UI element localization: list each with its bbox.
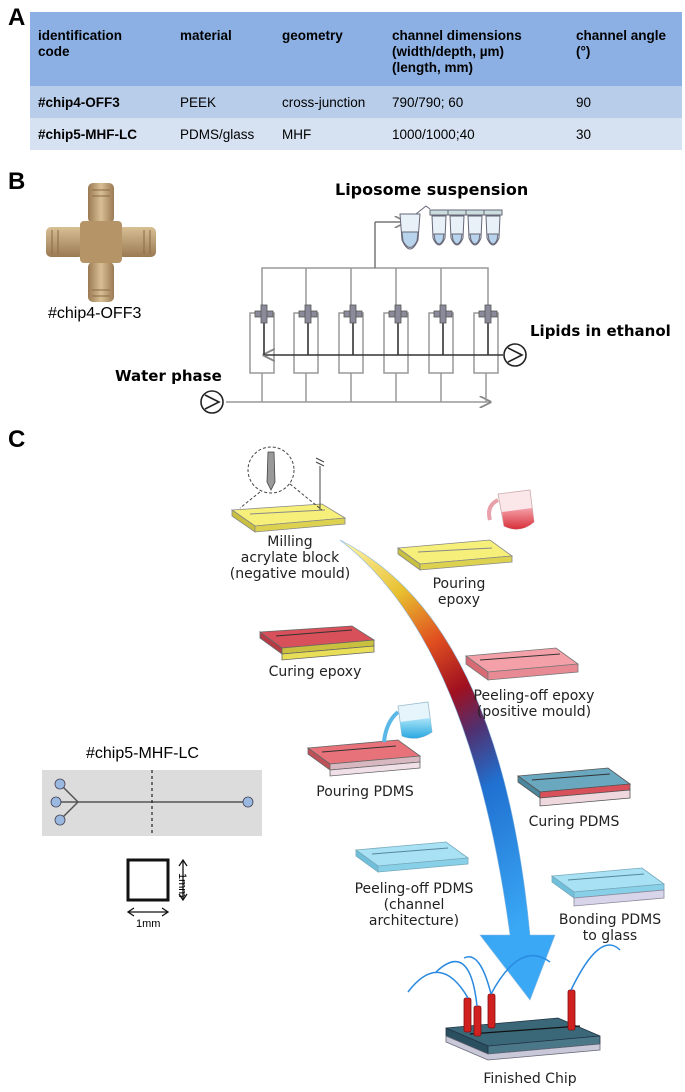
header-channel-angle: channel angle (°) [568, 12, 682, 86]
chip5-label: #chip5-MHF-LC [86, 745, 199, 762]
header-line: material [180, 28, 232, 43]
beaker-epoxy-icon [487, 489, 535, 530]
table-cell: MHF [274, 118, 384, 150]
chip-fittings [254, 304, 498, 324]
curing-pdms-block [516, 767, 632, 807]
beaker-pdms-icon [382, 701, 433, 743]
peeling-pdms-block [354, 841, 470, 873]
chip5-schematic [42, 770, 262, 836]
pump-icon-water [200, 390, 224, 414]
table-cell: cross-junction [274, 86, 384, 118]
step-line: Pouring [432, 576, 486, 592]
panel-label-a: A [8, 4, 26, 31]
step-curing-pdms: Curing PDMS [514, 814, 634, 830]
header-line: (°) [576, 44, 591, 59]
header-line: code [38, 44, 70, 59]
acrylate-block-milling [230, 446, 347, 533]
step-peeling-pdms: Peeling-off PDMS (channel architecture) [340, 881, 488, 929]
header-line: channel angle [576, 28, 667, 43]
header-line: (width/depth, µm) [392, 44, 505, 59]
table-cell: PDMS/glass [172, 118, 274, 150]
dim-height-label: 1mm [176, 873, 188, 898]
header-line: (length, mm) [392, 60, 473, 75]
panel-label-c: C [8, 426, 26, 453]
cross-fitting-icon [46, 183, 156, 302]
dim-width-label: 1mm [136, 918, 161, 930]
table-row: #chip5-MHF-LC PDMS/glass MHF 1000/1000;4… [30, 118, 682, 150]
step-line: Milling [267, 534, 313, 550]
table-row: #chip4-OFF3 PEEK cross-junction 790/790;… [30, 86, 682, 118]
process-flow-arrow [339, 539, 556, 1001]
step-line: Finished Chip [483, 1071, 577, 1087]
table-cell: PEEK [172, 86, 274, 118]
step-line: (negative mould) [229, 566, 351, 582]
header-line: geometry [282, 28, 343, 43]
finished-chip-icon [407, 944, 621, 1061]
header-material: material [172, 12, 274, 86]
table-cell: #chip4-OFF3 [30, 86, 172, 118]
chip-info-table: identification code material geometry ch… [30, 12, 682, 150]
step-line: to glass [582, 928, 638, 944]
table-cell: 30 [568, 118, 682, 150]
header-identification-code: identification code [30, 12, 172, 86]
header-geometry: geometry [274, 12, 384, 86]
table-cell: 790/790; 60 [384, 86, 568, 118]
step-line: Bonding PDMS [558, 912, 662, 928]
step-curing-epoxy: Curing epoxy [250, 664, 380, 680]
step-line: (positive mould) [476, 704, 592, 720]
pump-icon-lipids [503, 343, 527, 367]
lipids-in-ethanol-label: Lipids in ethanol [530, 322, 671, 340]
step-line: epoxy [437, 592, 481, 608]
step-milling: Milling acrylate block (negative mould) [220, 534, 360, 582]
panel-label-b: B [8, 168, 26, 195]
header-line: identification [38, 28, 122, 43]
chip4-label: #chip4-OFF3 [48, 305, 142, 322]
water-phase-label: Water phase [115, 367, 222, 385]
step-line: Curing PDMS [528, 814, 620, 830]
step-line: Curing epoxy [268, 664, 362, 680]
table-cell: #chip5-MHF-LC [30, 118, 172, 150]
step-line: (channel [383, 897, 445, 913]
step-line: acrylate block [240, 550, 340, 566]
step-finished-chip: Finished Chip [470, 1071, 590, 1087]
step-line: Peeling-off PDMS [354, 881, 474, 897]
pouring-epoxy-block [396, 539, 514, 571]
liposome-suspension-label: Liposome suspension [335, 180, 529, 199]
table-cell: 1000/1000;40 [384, 118, 568, 150]
collection-tubes-icon [399, 205, 503, 250]
step-line: architecture) [368, 913, 460, 929]
channel-cross-section [126, 858, 188, 917]
step-peeling-epoxy: Peeling-off epoxy (positive mould) [458, 688, 610, 720]
step-pouring-pdms: Pouring PDMS [300, 784, 430, 800]
curing-epoxy-block [258, 625, 376, 661]
step-line: Pouring PDMS [316, 784, 414, 800]
table-header-row: identification code material geometry ch… [30, 12, 682, 86]
peeling-epoxy-block [464, 647, 580, 681]
table-cell: 90 [568, 86, 682, 118]
bonding-pdms-block [550, 867, 666, 907]
step-pouring-epoxy: Pouring epoxy [400, 576, 518, 608]
step-bonding: Bonding PDMS to glass [550, 912, 670, 944]
header-channel-dimensions: channel dimensions (width/depth, µm) (le… [384, 12, 568, 86]
step-line: Peeling-off epoxy [473, 688, 595, 704]
header-line: channel dimensions [392, 28, 522, 43]
pouring-pdms-block [306, 739, 422, 777]
